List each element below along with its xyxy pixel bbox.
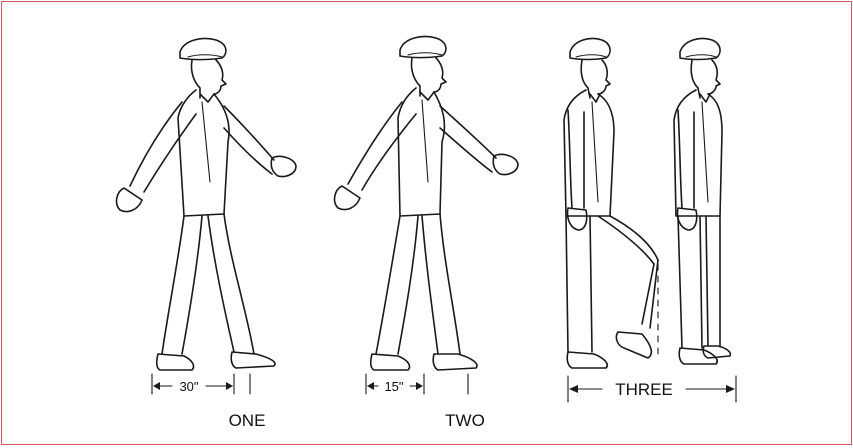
figure-two-soldier — [333, 35, 519, 371]
figure-two-step-dimension: 15" — [365, 373, 469, 395]
figure-two-step-label: 15" — [384, 379, 403, 394]
caption-two: TWO — [445, 411, 485, 430]
figure-one-soldier — [115, 37, 297, 371]
figure-three-soldier-stepping — [563, 37, 659, 369]
figure-three-soldier-halted — [673, 37, 732, 365]
figure-three-distance-dimension: THREE — [567, 375, 737, 403]
figure-one-step-label: 30" — [179, 379, 198, 394]
caption-three: THREE — [615, 380, 673, 399]
caption-one: ONE — [229, 411, 266, 430]
figure-one-step-dimension: 30" — [151, 373, 251, 395]
